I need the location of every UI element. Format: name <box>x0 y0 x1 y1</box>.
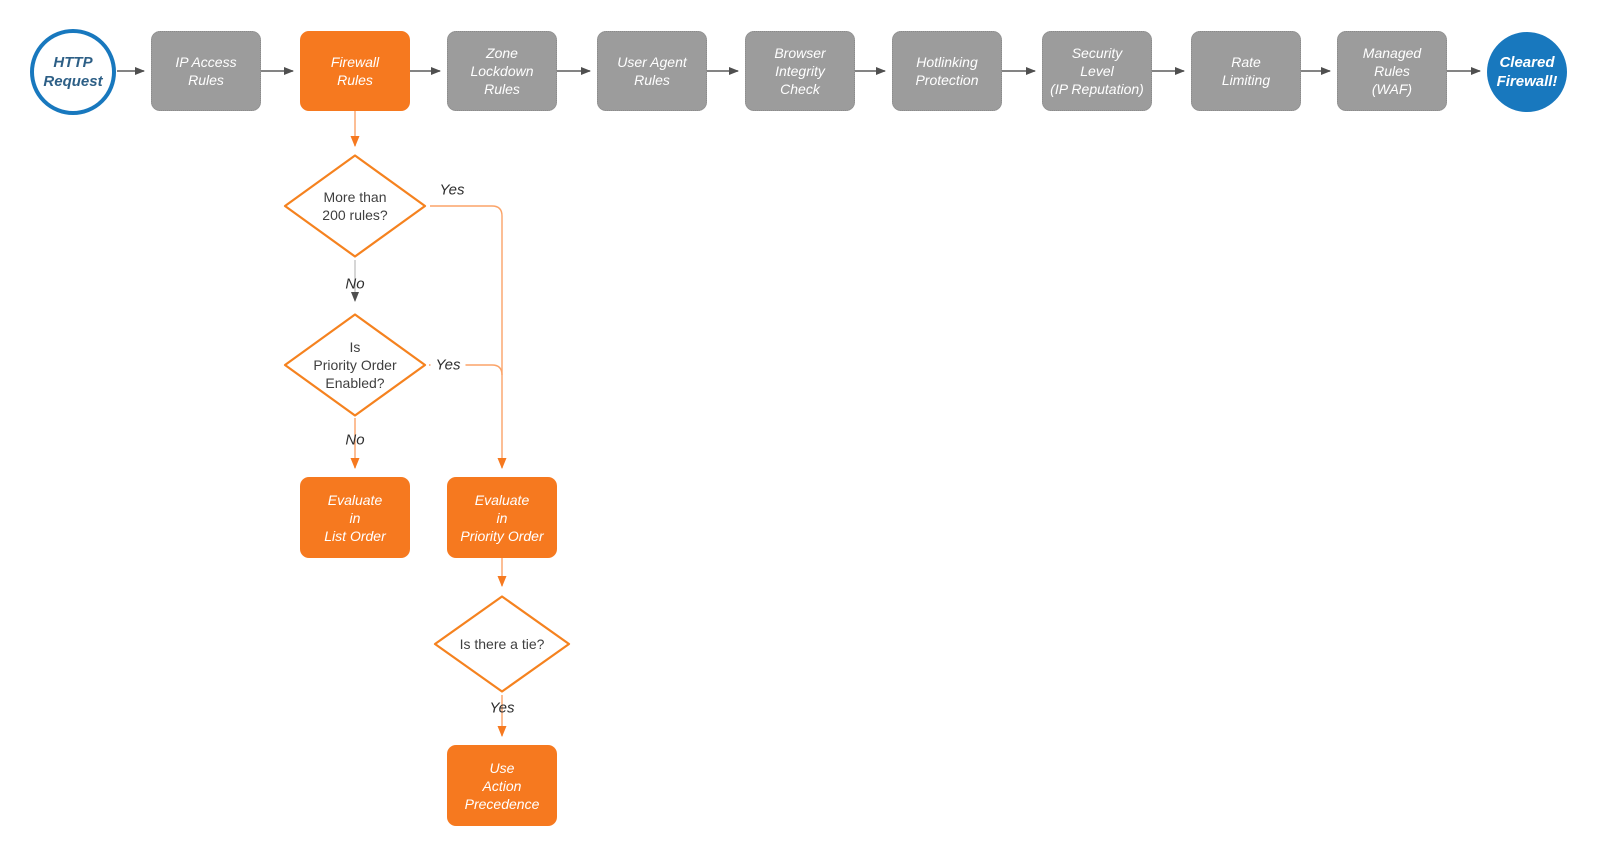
action-box-label: Evaluate in List Order <box>324 491 386 544</box>
pipeline-box-zone-lockdown-rules: Zone Lockdown Rules <box>447 31 557 111</box>
action-box-use-action-precedence: Use Action Precedence <box>447 745 557 826</box>
pipeline-box-browser-integrity-check: Browser Integrity Check <box>745 31 855 111</box>
pipeline-box-label: User Agent Rules <box>617 54 687 88</box>
edge-label-no-1: No <box>345 275 365 293</box>
pipeline-box-label: Zone Lockdown Rules <box>470 45 534 97</box>
branch-arrows <box>350 111 507 737</box>
pipeline-box-label: Managed Rules (WAF) <box>1362 45 1422 97</box>
edge-label-yes-3: Yes <box>489 699 515 717</box>
action-box-evaluate-priority-order: Evaluate in Priority Order <box>447 477 557 558</box>
pipeline-box-security-level: Security Level (IP Reputation) <box>1042 31 1152 111</box>
decision-more-than-200-rules: More than 200 rules? <box>282 153 428 259</box>
pipeline-box-label: Browser Integrity Check <box>774 45 826 97</box>
edge-label-yes-1: Yes <box>439 181 465 199</box>
diamond-shape <box>283 154 427 258</box>
end-node-cleared-firewall: Cleared Firewall! <box>1487 32 1567 112</box>
diamond-shape <box>283 313 427 417</box>
pipeline-box-ip-access-rules: IP Access Rules <box>151 31 261 111</box>
start-node-http-request: HTTP Request <box>30 29 116 115</box>
decision-is-there-a-tie: Is there a tie? <box>432 594 572 694</box>
pipeline-box-label: IP Access Rules <box>175 54 237 88</box>
pipeline-box-label: Hotlinking Protection <box>915 54 979 88</box>
decision-label: More than 200 rules? <box>322 189 388 223</box>
pipeline-box-user-agent-rules: User Agent Rules <box>597 31 707 111</box>
pipeline-box-rate-limiting: Rate Limiting <box>1191 31 1301 111</box>
decision-label: Is there a tie? <box>459 636 545 652</box>
edge-label-no-2: No <box>345 431 365 449</box>
action-box-label: Use Action Precedence <box>464 759 540 812</box>
pipeline-box-firewall-rules: Firewall Rules <box>300 31 410 111</box>
pipeline-box-hotlinking-protection: Hotlinking Protection <box>892 31 1002 111</box>
decision-label: Is Priority Order Enabled? <box>313 339 397 391</box>
action-box-label: Evaluate in Priority Order <box>460 491 544 544</box>
action-box-evaluate-list-order: Evaluate in List Order <box>300 477 410 558</box>
pipeline-box-label: Security Level (IP Reputation) <box>1050 45 1144 97</box>
end-node-label: Cleared Firewall! <box>1496 54 1558 90</box>
edge-label-yes-2: Yes <box>430 356 466 374</box>
pipeline-box-label: Rate Limiting <box>1221 54 1271 88</box>
decision-priority-order-enabled: Is Priority Order Enabled? <box>282 312 428 418</box>
start-node-label: HTTP Request <box>43 54 103 90</box>
pipeline-box-managed-rules-waf: Managed Rules (WAF) <box>1337 31 1447 111</box>
pipeline-box-label: Firewall Rules <box>330 54 380 88</box>
diamond-shape <box>433 595 571 693</box>
